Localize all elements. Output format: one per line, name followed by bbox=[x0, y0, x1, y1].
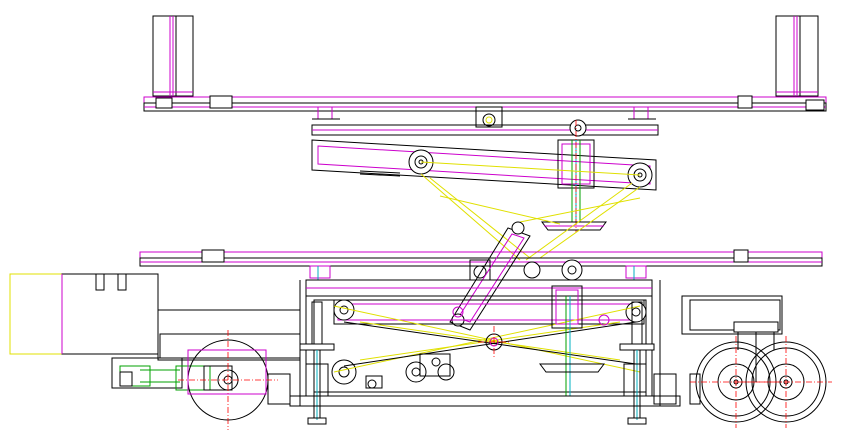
caster-wheel-rear bbox=[740, 336, 832, 428]
guardrail-post-left bbox=[152, 15, 194, 97]
top-platform bbox=[143, 95, 827, 137]
caster-mount bbox=[733, 321, 779, 382]
leveling-jack-left bbox=[299, 301, 335, 425]
upper-linkage-lines bbox=[420, 161, 641, 261]
leveling-jack-right bbox=[619, 301, 655, 425]
upper-hydraulic-cylinder bbox=[541, 120, 607, 232]
middle-platform bbox=[139, 249, 823, 281]
guardrail-post-right bbox=[775, 15, 819, 97]
drive-wheel bbox=[178, 330, 278, 430]
upper-scissor-arm bbox=[311, 139, 657, 191]
counterweight-box bbox=[9, 273, 159, 355]
lower-scissor-frame bbox=[305, 279, 653, 397]
drive-motor bbox=[111, 357, 233, 391]
